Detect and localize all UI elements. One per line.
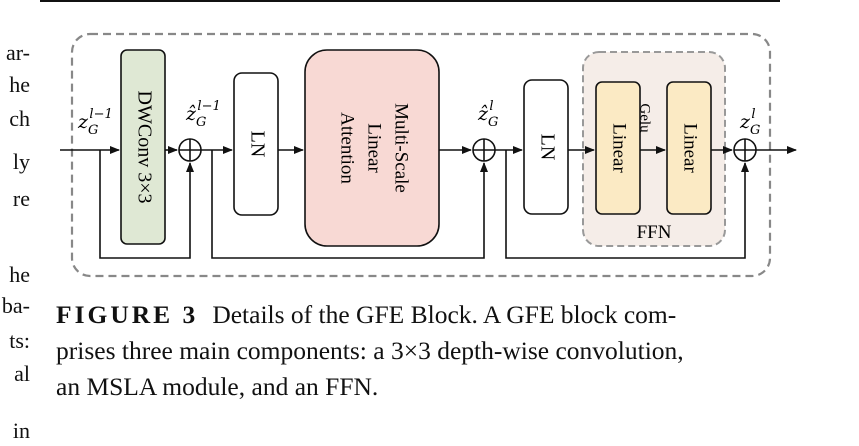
left-fragment: ba-	[1, 293, 30, 318]
left-fragment: ch	[9, 106, 30, 131]
msla-label-line2: Linear	[364, 123, 385, 173]
ln2-block	[523, 79, 569, 215]
linear2-label: Linear	[680, 123, 701, 173]
msla-label-line3: Attention	[337, 112, 358, 184]
gfe-block-diagram: FFN DWConv 3×3 LN Multi-Scale Linear Att…	[60, 32, 797, 278]
left-fragment: al	[14, 361, 30, 386]
left-fragment: ts:	[9, 328, 30, 353]
linear2-block	[666, 81, 712, 215]
sum-node-1	[178, 138, 202, 162]
left-fragment: in	[12, 418, 30, 443]
sum-node-3	[733, 138, 757, 162]
gelu-label: Gelu	[637, 103, 653, 133]
ln1-label: LN	[246, 131, 268, 158]
figure-label: FIGURE 3	[56, 300, 199, 329]
ln2-label: LN	[536, 134, 558, 161]
caption-text-line1: Details of the GFE Block. A GFE block co…	[212, 300, 677, 329]
linear1-label: Linear	[609, 123, 630, 173]
gfe-block-boundary	[70, 32, 772, 278]
sum-node-2	[472, 138, 496, 162]
top-rule	[40, 0, 780, 2]
left-fragment: he	[9, 262, 30, 287]
ffn-label: FFN	[637, 222, 672, 243]
caption-line-3: an MSLA module, and an FFN.	[56, 372, 379, 401]
signal-input-label: zGl−1	[77, 107, 113, 138]
dwconv-block	[120, 49, 166, 245]
left-column-text: ar- he ch ly re he ba- ts: al in	[0, 0, 36, 446]
left-fragment: he	[9, 72, 30, 97]
signal-output-label: zGl	[739, 107, 760, 138]
msla-block	[304, 49, 440, 247]
left-fragment: ar-	[6, 40, 30, 65]
signal-after-conv-label: ẑGl−1	[185, 99, 221, 130]
signal-after-attn-label: ẑGl	[477, 99, 498, 130]
left-fragment: ly	[12, 149, 30, 174]
msla-label-line1: Multi-Scale	[391, 103, 412, 193]
skip-connections	[99, 150, 749, 259]
caption-line-1: FIGURE 3 Details of the GFE Block. A GFE …	[56, 297, 806, 333]
dwconv-label: DWConv 3×3	[133, 91, 155, 204]
ln1-block	[233, 72, 279, 216]
linear1-block	[595, 81, 641, 215]
figure-caption: FIGURE 3 Details of the GFE Block. A GFE …	[56, 297, 806, 405]
caption-line-2: prises three main components: a 3×3 dept…	[56, 336, 684, 365]
left-fragment: re	[12, 186, 30, 211]
